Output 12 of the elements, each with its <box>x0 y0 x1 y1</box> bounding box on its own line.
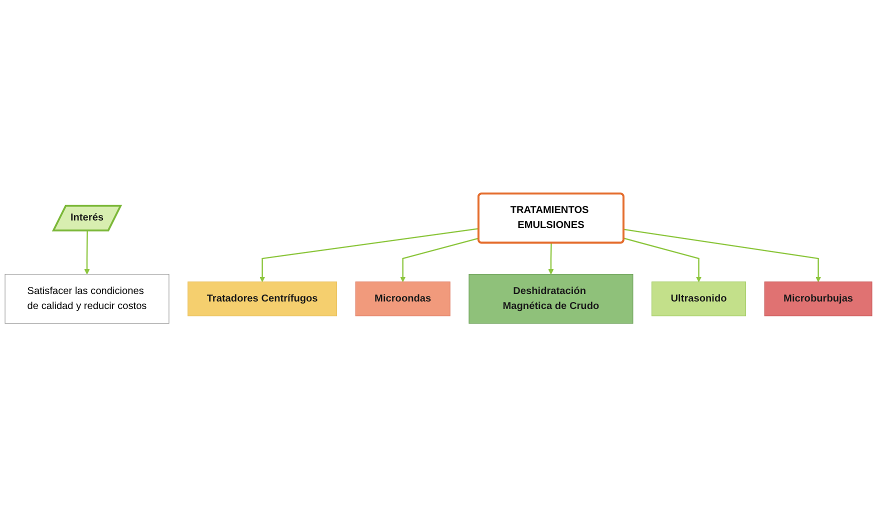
node-box: Tratadores Centrífugos <box>188 282 338 316</box>
arrow <box>548 243 554 275</box>
node-box: Microondas <box>355 282 450 316</box>
arrow <box>84 230 90 275</box>
node-box: Ultrasonido <box>652 282 746 316</box>
node-box: Microburbujas <box>764 282 872 316</box>
node-box: Deshidratación Magnética de Crudo <box>468 274 634 324</box>
arrow <box>400 238 479 282</box>
arrow <box>624 228 822 282</box>
arrow <box>260 228 479 282</box>
node-box: Satisfacer las condiciones de calidad y reducir costos <box>4 274 170 324</box>
arrow <box>624 238 702 282</box>
